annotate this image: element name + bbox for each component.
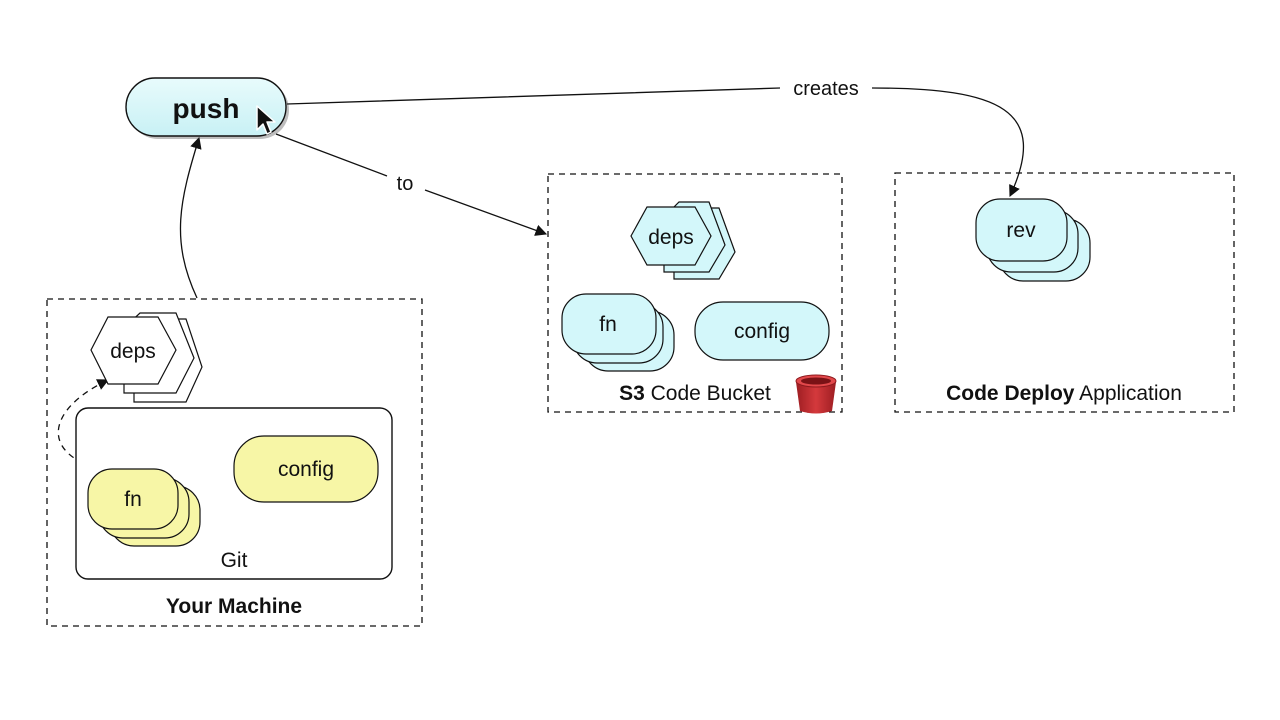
machine-fn-stack: fn <box>87 468 201 547</box>
machine-deps-stack: deps <box>90 312 203 403</box>
git-label: Git <box>221 549 248 572</box>
s3-code-bucket-group: S3 Code Bucket deps fn config <box>547 173 843 414</box>
code-deploy-title-bold: Code Deploy <box>946 382 1075 405</box>
machine-config: config <box>233 435 379 503</box>
s3-deps-stack: deps <box>630 201 736 280</box>
rev-label: rev <box>1006 219 1036 242</box>
s3-bucket-icon <box>795 374 837 414</box>
rev-stack: rev <box>975 198 1091 282</box>
edge-machine-to-push <box>179 136 202 299</box>
machine-deps-label: deps <box>110 340 156 363</box>
code-deploy-title-rest: Application <box>1074 382 1181 405</box>
your-machine-title: Your Machine <box>166 595 302 618</box>
mouse-pointer-icon <box>256 105 276 135</box>
s3-config-label: config <box>734 320 790 343</box>
code-deploy-title: Code Deploy Application <box>946 382 1182 405</box>
edge-push-to-s3: to <box>275 133 546 234</box>
machine-config-label: config <box>278 458 334 481</box>
s3-fn-label: fn <box>599 313 617 336</box>
push-button[interactable]: push <box>125 77 289 139</box>
s3-config: config <box>694 301 830 361</box>
git-repository-box: Git fn config <box>75 407 393 580</box>
machine-fn-label: fn <box>124 488 142 511</box>
edge-label-creates: creates <box>793 78 859 100</box>
s3-deps-label: deps <box>648 226 694 249</box>
edge-push-creates-rev: creates <box>286 78 1025 196</box>
s3-title-rest: Code Bucket <box>645 382 771 405</box>
s3-fn-stack: fn <box>561 293 675 372</box>
s3-title-bold: S3 <box>619 382 645 405</box>
your-machine-group: Your Machine deps Git fn config <box>46 298 423 627</box>
push-button-label: push <box>173 93 240 124</box>
edge-label-to: to <box>397 173 414 195</box>
code-deploy-application-group: Code Deploy Application rev <box>894 172 1235 413</box>
s3-title: S3 Code Bucket <box>619 382 771 405</box>
